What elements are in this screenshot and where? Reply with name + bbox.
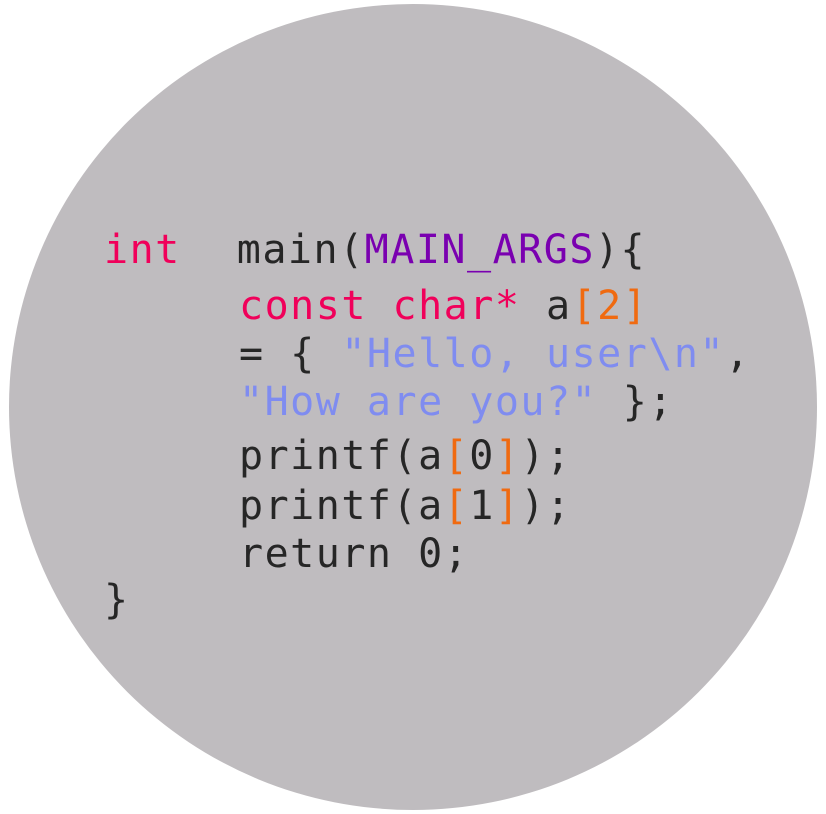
bracket-open: [ <box>443 433 470 479</box>
keyword-const-char: const char* <box>239 283 521 329</box>
call-close: ); <box>520 433 572 479</box>
call-close: ); <box>520 483 572 529</box>
printf-call: printf(a <box>239 433 444 479</box>
array-index: 1 <box>469 483 495 529</box>
bracket-close: ] <box>494 433 521 479</box>
code-line-8: } <box>104 580 130 620</box>
code-line-5: printf(a[0]); <box>239 436 572 476</box>
code-line-2: const char* a[2] <box>239 286 648 326</box>
function-open: ){ <box>594 227 647 273</box>
variable-a: a <box>520 283 572 329</box>
comma: , <box>725 331 751 377</box>
keyword-int: int <box>104 227 181 273</box>
code-line-7: return 0; <box>239 534 469 574</box>
function-name: main( <box>236 227 365 273</box>
printf-call: printf(a <box>239 483 444 529</box>
bracket-open: [ <box>443 483 470 529</box>
code-line-6: printf(a[1]); <box>239 486 572 526</box>
return-statement: return 0; <box>239 531 470 577</box>
bracket-close: ] <box>494 483 521 529</box>
array-size: 2 <box>597 283 623 329</box>
background-circle <box>9 4 817 810</box>
code-line-3: = { "Hello, user\n", <box>239 334 751 374</box>
bracket-open: [ <box>571 283 598 329</box>
code-line-4: "How are you?" }; <box>239 382 674 422</box>
closing-brace: } <box>104 577 130 623</box>
assign-close: }; <box>597 379 674 425</box>
string-hello: "Hello, user\n" <box>341 331 726 377</box>
array-index: 0 <box>469 433 495 479</box>
macro-main-args: MAIN_ARGS <box>364 227 595 273</box>
string-how-are-you: "How are you?" <box>239 379 598 425</box>
code-line-1: int main(MAIN_ARGS){ <box>104 230 646 270</box>
bracket-close: ] <box>622 283 649 329</box>
assign-open: = { <box>239 331 342 377</box>
